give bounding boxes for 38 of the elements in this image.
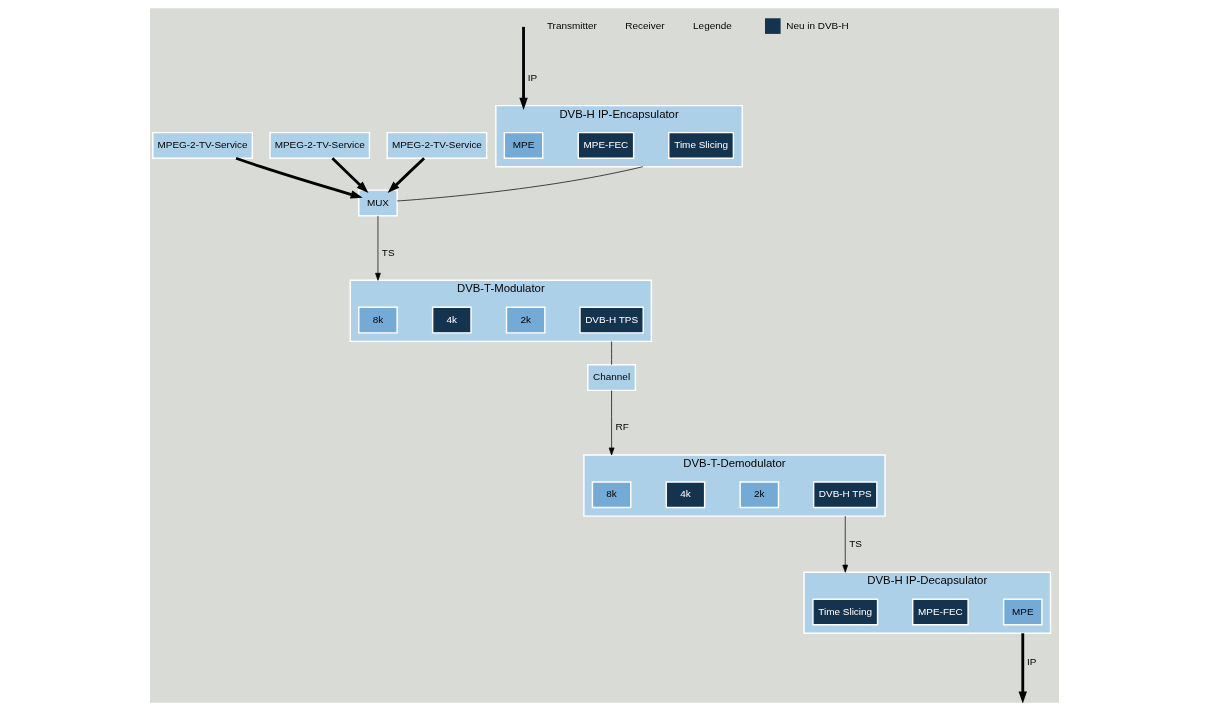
legend-label: Neu in DVB-H [785, 19, 849, 31]
node-box: DVB-H TPS [578, 306, 644, 334]
edge-label: TS [848, 538, 862, 550]
label: Receiver [624, 19, 665, 31]
node-box: MPEG-2-TV-Service [268, 131, 370, 159]
arrow [330, 157, 368, 194]
node-box: 2k [505, 306, 546, 334]
arrow [374, 215, 381, 281]
edge-label: TS [381, 246, 395, 258]
arrow [1018, 633, 1027, 703]
edge-label: IP [1026, 655, 1036, 667]
arrow [608, 390, 614, 456]
node-box: MPE [503, 131, 543, 159]
connector [610, 341, 612, 366]
label: Transmitter [546, 19, 597, 31]
node-box: 8k [591, 481, 631, 509]
edge-label: RF [615, 421, 629, 433]
edge-label: IP [527, 71, 537, 83]
node-box: DVB-H TPS [812, 481, 878, 509]
node-box: MPEG-2-TV-Service [151, 131, 253, 159]
node-box: MPE [1002, 598, 1043, 626]
node-box: 4k [665, 481, 705, 509]
node-box: MPE-FEC [577, 131, 634, 159]
node-box: Time Slicing [667, 131, 734, 159]
node-box: 8k [357, 306, 398, 334]
arrow [235, 156, 363, 199]
node-box: MPEG-2-TV-Service [386, 131, 487, 159]
node-box: MUX [357, 189, 398, 217]
node-box: 2k [738, 481, 779, 509]
arrow [387, 157, 425, 193]
connector [396, 166, 643, 202]
node-box: Channel [586, 364, 636, 392]
node-box: 4k [431, 306, 472, 334]
node-box: Time Slicing [811, 598, 878, 626]
node-box: MPE-FEC [911, 598, 969, 626]
label: Legende [692, 19, 732, 31]
arrow [518, 26, 528, 110]
arrow [841, 515, 848, 573]
